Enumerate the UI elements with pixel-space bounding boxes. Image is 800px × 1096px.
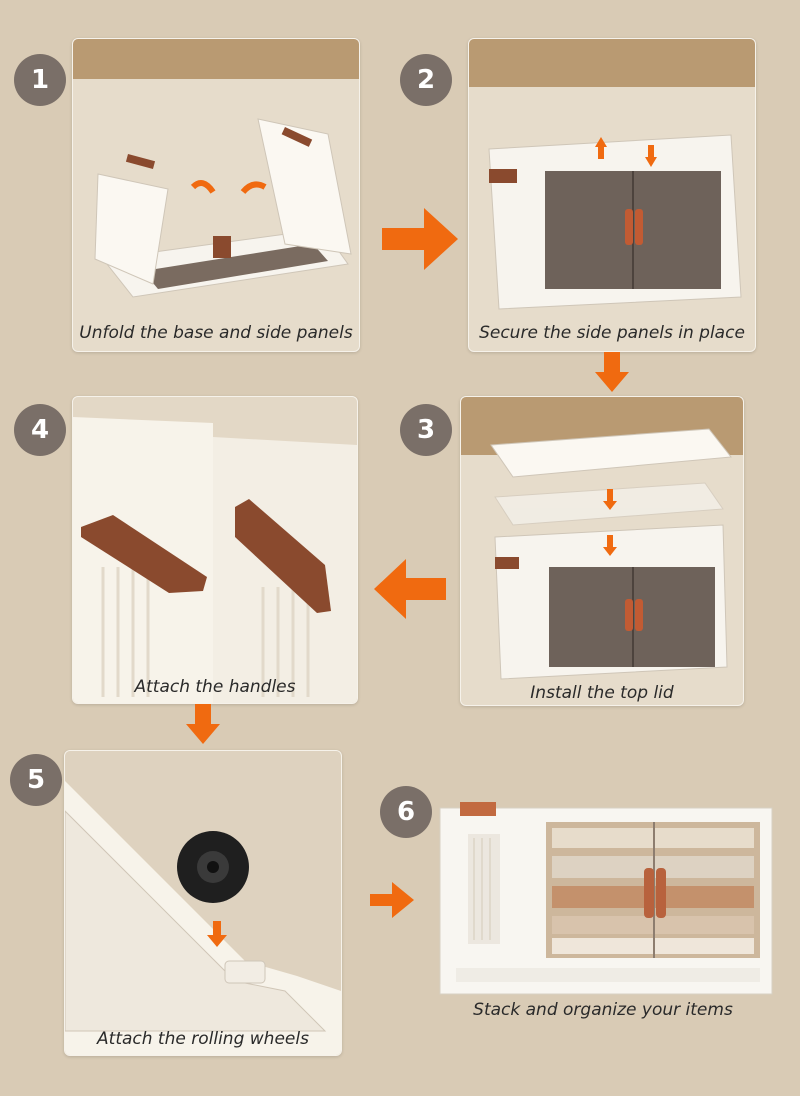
step-3-panel: Install the top lid: [460, 396, 744, 706]
step-1-illustration: [73, 39, 359, 351]
step-3-caption: Install the top lid: [530, 683, 674, 703]
step-1-panel: Unfold the base and side panels: [72, 38, 360, 352]
arrow-right-icon: [370, 882, 414, 918]
step-4-caption: Attach the handles: [134, 677, 296, 697]
step-5-badge: 5: [10, 754, 62, 806]
step-4-panel: Attach the handles: [72, 396, 358, 704]
step-1-badge: 1: [14, 54, 66, 106]
step-2-panel: Secure the side panels in place: [468, 38, 756, 352]
arrow-down-icon: [595, 352, 629, 392]
step-4-illustration: [73, 397, 357, 703]
step-3-badge: 3: [400, 404, 452, 456]
step-5-illustration: [65, 751, 341, 1055]
step-6-illustration: [439, 802, 773, 995]
step-4-badge: 4: [14, 404, 66, 456]
step-2-caption: Secure the side panels in place: [479, 323, 745, 343]
step-6-badge: 6: [380, 786, 432, 838]
step-6-product: [436, 798, 776, 998]
step-5-caption: Attach the rolling wheels: [97, 1029, 309, 1049]
step-2-illustration: [469, 39, 755, 351]
step-1-caption: Unfold the base and side panels: [79, 323, 353, 343]
arrow-right-icon: [382, 208, 458, 270]
step-2-badge: 2: [400, 54, 452, 106]
arrow-left-icon: [374, 559, 446, 619]
step-6-caption: Stack and organize your items: [473, 1000, 733, 1020]
step-5-panel: Attach the rolling wheels: [64, 750, 342, 1056]
step-3-illustration: [461, 397, 743, 705]
arrow-down-icon: [186, 704, 220, 744]
